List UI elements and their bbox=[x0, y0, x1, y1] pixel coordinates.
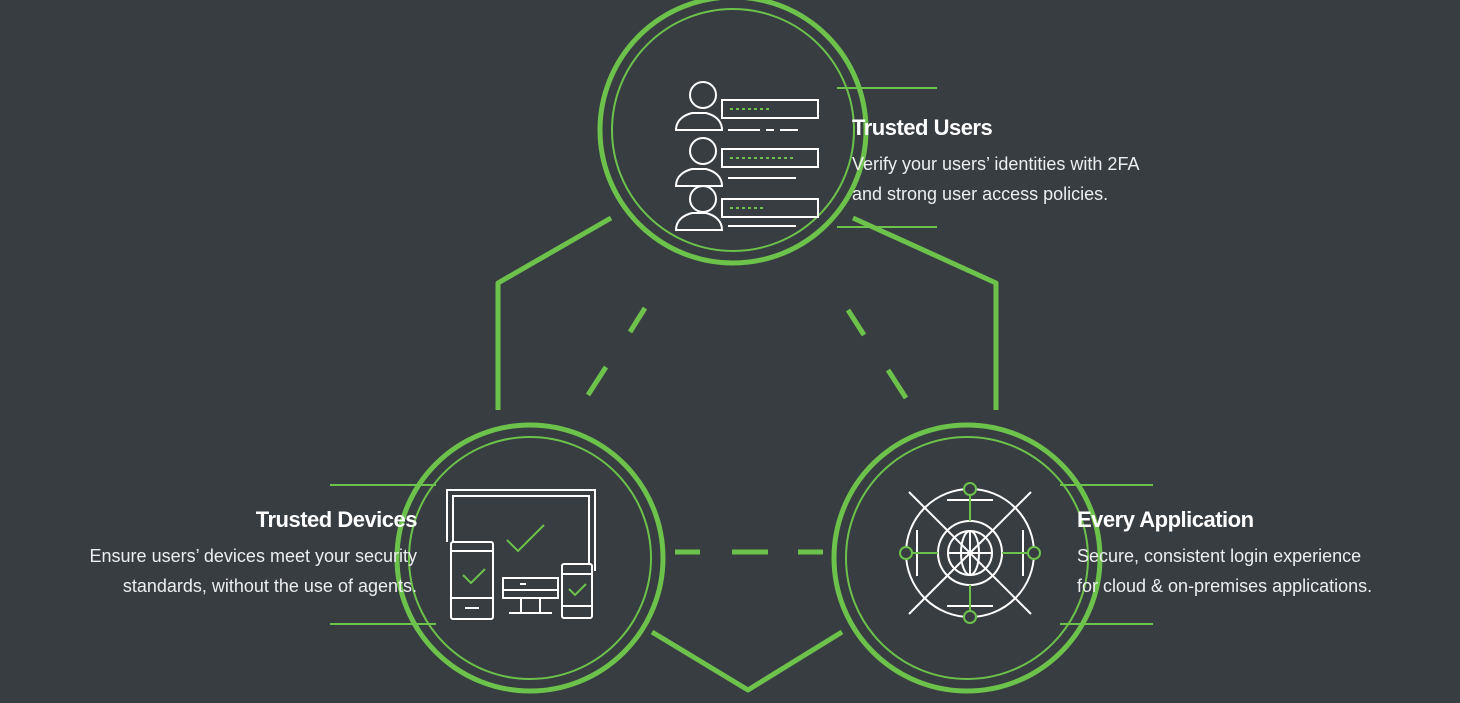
devices-check-icon bbox=[446, 489, 596, 620]
users-title: Trusted Users bbox=[852, 115, 993, 140]
apps-label: Every Application Secure, consistent log… bbox=[1077, 507, 1457, 601]
devices-title: Trusted Devices bbox=[255, 507, 418, 532]
connector-bottom bbox=[650, 629, 844, 693]
connector-right-top bbox=[851, 215, 999, 410]
devices-description-line-1: Ensure users’ devices meet your security bbox=[89, 546, 417, 566]
dash-right-1 bbox=[845, 308, 867, 337]
connector-left-top bbox=[495, 215, 613, 410]
users-description: Verify your users’ identities with 2FA a… bbox=[852, 149, 1212, 209]
dashed-connector bbox=[585, 306, 909, 555]
devices-description: Ensure users’ devices meet your security… bbox=[0, 541, 417, 601]
apps-title: Every Application bbox=[1077, 507, 1254, 532]
users-list-icon bbox=[674, 81, 819, 231]
apps-description: Secure, consistent login experience for … bbox=[1077, 541, 1457, 601]
apps-node bbox=[831, 422, 1153, 694]
users-description-line-1: Verify your users’ identities with 2FA bbox=[852, 154, 1140, 174]
apps-description-line-2: for cloud & on-premises applications. bbox=[1077, 576, 1373, 596]
users-node bbox=[597, 0, 937, 266]
devices-label: Trusted Devices Ensure users’ devices me… bbox=[0, 507, 418, 601]
dash-left-1 bbox=[627, 306, 648, 334]
devices-description-line-2: standards, without the use of agents. bbox=[122, 576, 417, 596]
devices-node bbox=[330, 422, 666, 694]
dash-left-2 bbox=[585, 365, 609, 397]
hexagon-connector bbox=[495, 215, 999, 693]
apps-description-line-1: Secure, consistent login experience bbox=[1077, 546, 1362, 566]
users-description-line-2: and strong user access policies. bbox=[852, 184, 1109, 204]
dash-right-2 bbox=[885, 368, 909, 400]
users-label: Trusted Users Verify your users’ identit… bbox=[852, 115, 1212, 209]
globe-network-icon bbox=[899, 482, 1041, 624]
